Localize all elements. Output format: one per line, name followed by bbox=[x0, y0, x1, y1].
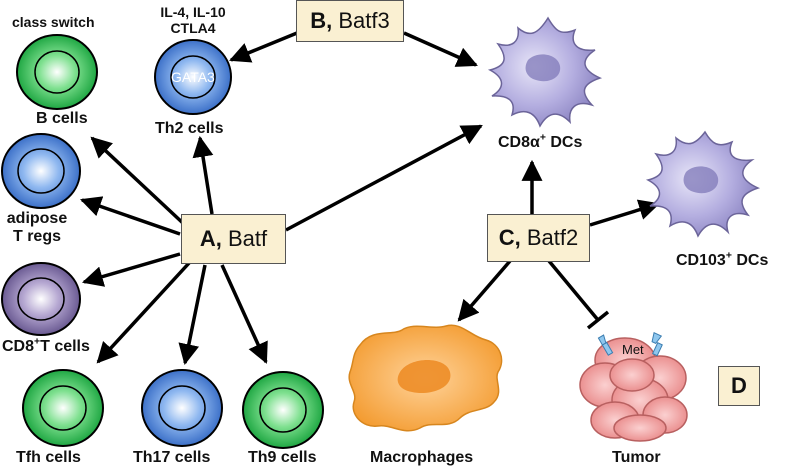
adipose-treg-cell bbox=[1, 133, 81, 209]
met-label: Met bbox=[622, 342, 644, 357]
cd8-t-prefix: CD8 bbox=[2, 338, 35, 355]
inhibit-batf2-to-tumor bbox=[547, 259, 600, 322]
batf2-arrows bbox=[457, 159, 661, 330]
batf-name: Batf bbox=[227, 226, 268, 251]
cd8a-dc-suffix: DCs bbox=[545, 134, 583, 151]
class-switch-label: class switch bbox=[12, 14, 95, 30]
cd103-dc-prefix: CD103 bbox=[676, 252, 726, 269]
tumor-cluster bbox=[579, 337, 688, 442]
th2-cytokines-label: IL-4, IL-10 CTLA4 bbox=[140, 4, 246, 36]
adipose-tregs-label: adipose T regs bbox=[2, 210, 72, 247]
batf-arrows bbox=[80, 124, 483, 366]
th17-cells-label: Th17 cells bbox=[133, 449, 211, 466]
cd8a-dc-sup: + bbox=[539, 132, 546, 144]
macrophage-cell bbox=[348, 324, 503, 432]
arrow-batf2-to-macrophages bbox=[457, 259, 512, 322]
adipose-line2: T regs bbox=[12, 228, 61, 246]
th9-cells-label: Th9 cells bbox=[248, 449, 317, 466]
macrophages-label: Macrophages bbox=[370, 449, 474, 466]
arrow-batf-to-b-cells bbox=[90, 136, 187, 227]
arrow-batf-to-adipose-tregs bbox=[80, 196, 181, 236]
th2-cytokines-line1: IL-4, IL-10 bbox=[160, 4, 226, 20]
panel-d-label: D bbox=[731, 373, 747, 398]
th9-cell bbox=[242, 371, 324, 449]
tfh-cells-label: Tfh cells bbox=[16, 449, 81, 466]
th2-cell bbox=[154, 39, 232, 115]
arrow-batf3-to-cd8a-dc bbox=[403, 31, 478, 67]
arrow-batf-to-th9 bbox=[220, 264, 268, 364]
adipose-line1: adipose bbox=[6, 210, 68, 227]
panel-d-box: D bbox=[718, 366, 760, 406]
cd8-t-cells-label: CD8+T cells bbox=[2, 336, 90, 356]
b-cell bbox=[16, 34, 98, 110]
batf3-name: Batf3 bbox=[338, 8, 390, 33]
cd8-t-sup: + bbox=[34, 336, 41, 348]
th17-cell bbox=[141, 369, 223, 447]
b-cells-label: B cells bbox=[36, 110, 88, 127]
th2-cytokines-line2: CTLA4 bbox=[170, 20, 216, 37]
cd103-dc-suffix: DCs bbox=[731, 252, 769, 269]
tfh-cell bbox=[22, 369, 104, 447]
arrow-batf2-to-cd103-dc bbox=[589, 199, 661, 227]
cd103-dcs-label: CD103+ DCs bbox=[676, 250, 769, 270]
batf3-box: B, Batf3 bbox=[296, 0, 404, 42]
cd8a-dendritic-cell bbox=[487, 16, 603, 128]
batf3-letter: B, bbox=[310, 8, 333, 33]
inhibit-bar bbox=[586, 310, 610, 330]
arrow-batf-to-th2 bbox=[192, 135, 214, 215]
arrow-batf-to-tfh bbox=[96, 260, 192, 364]
tumor-label: Tumor bbox=[612, 449, 661, 466]
cd8a-dcs-label: CD8α+ DCs bbox=[498, 132, 583, 152]
cd103-dc-sup: + bbox=[725, 250, 732, 262]
arrow-batf-to-th17 bbox=[178, 264, 207, 366]
th2-cells-label: Th2 cells bbox=[155, 120, 224, 137]
cd8a-dc-prefix: CD8α bbox=[498, 134, 540, 151]
batf2-box: C, Batf2 bbox=[487, 214, 590, 262]
met-receptor-icon bbox=[597, 331, 663, 357]
batf-box: A, Batf bbox=[181, 214, 286, 264]
batf2-letter: C, bbox=[498, 225, 521, 250]
batf-letter: A, bbox=[199, 226, 222, 251]
cd8-t-cell bbox=[1, 262, 81, 336]
arrow-batf-to-cd8a-dc bbox=[285, 124, 483, 232]
gata3-label: GATA3 bbox=[171, 69, 215, 85]
batf2-name: Batf2 bbox=[526, 225, 579, 250]
cd8-t-suffix: T cells bbox=[40, 338, 90, 355]
batf3-arrows bbox=[229, 31, 478, 67]
arrow-batf-to-cd8-t bbox=[81, 252, 181, 287]
cd103-dendritic-cell bbox=[645, 130, 761, 238]
arrow-batf3-to-th2 bbox=[229, 31, 298, 63]
